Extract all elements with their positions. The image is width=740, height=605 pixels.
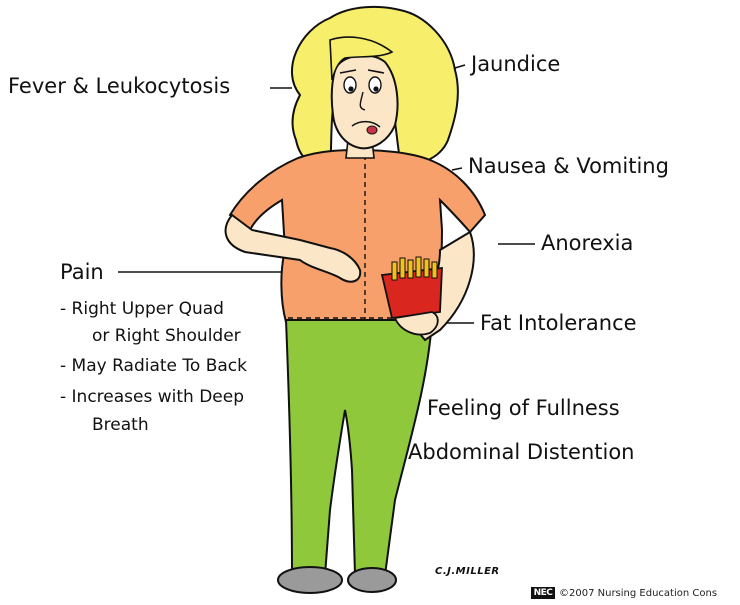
label-pain-radiate: - May Radiate To Back	[60, 358, 247, 375]
face	[332, 55, 398, 148]
leader-nausea	[452, 168, 462, 170]
left-pupil	[348, 86, 353, 91]
label-pain-breath: Breath	[92, 417, 149, 434]
label-jaundice: Jaundice	[471, 54, 560, 75]
label-fever-leukocytosis: Fever & Leukocytosis	[8, 76, 230, 97]
label-pain-increases: - Increases with Deep	[60, 389, 244, 406]
label-pain-right-upper-quad: - Right Upper Quad	[60, 301, 224, 318]
label-fat-intolerance: Fat Intolerance	[480, 313, 637, 334]
tongue	[367, 126, 377, 134]
nec-logo: NEC	[531, 587, 555, 599]
label-abdominal-distention: Abdominal Distention	[408, 442, 635, 463]
leader-jaundice	[455, 65, 465, 68]
label-anorexia: Anorexia	[541, 233, 633, 254]
label-feeling-of-fullness: Feeling of Fullness	[427, 398, 620, 419]
label-nausea-vomiting: Nausea & Vomiting	[468, 156, 669, 177]
right-shoe	[348, 568, 396, 592]
label-pain: Pain	[60, 262, 104, 283]
artist-signature: C.J.MILLER	[435, 567, 500, 577]
left-shoe	[278, 567, 342, 593]
label-pain-right-shoulder: or Right Shoulder	[92, 328, 241, 345]
right-pupil	[373, 86, 378, 91]
copyright-text: ©2007 Nursing Education Cons	[559, 589, 717, 599]
